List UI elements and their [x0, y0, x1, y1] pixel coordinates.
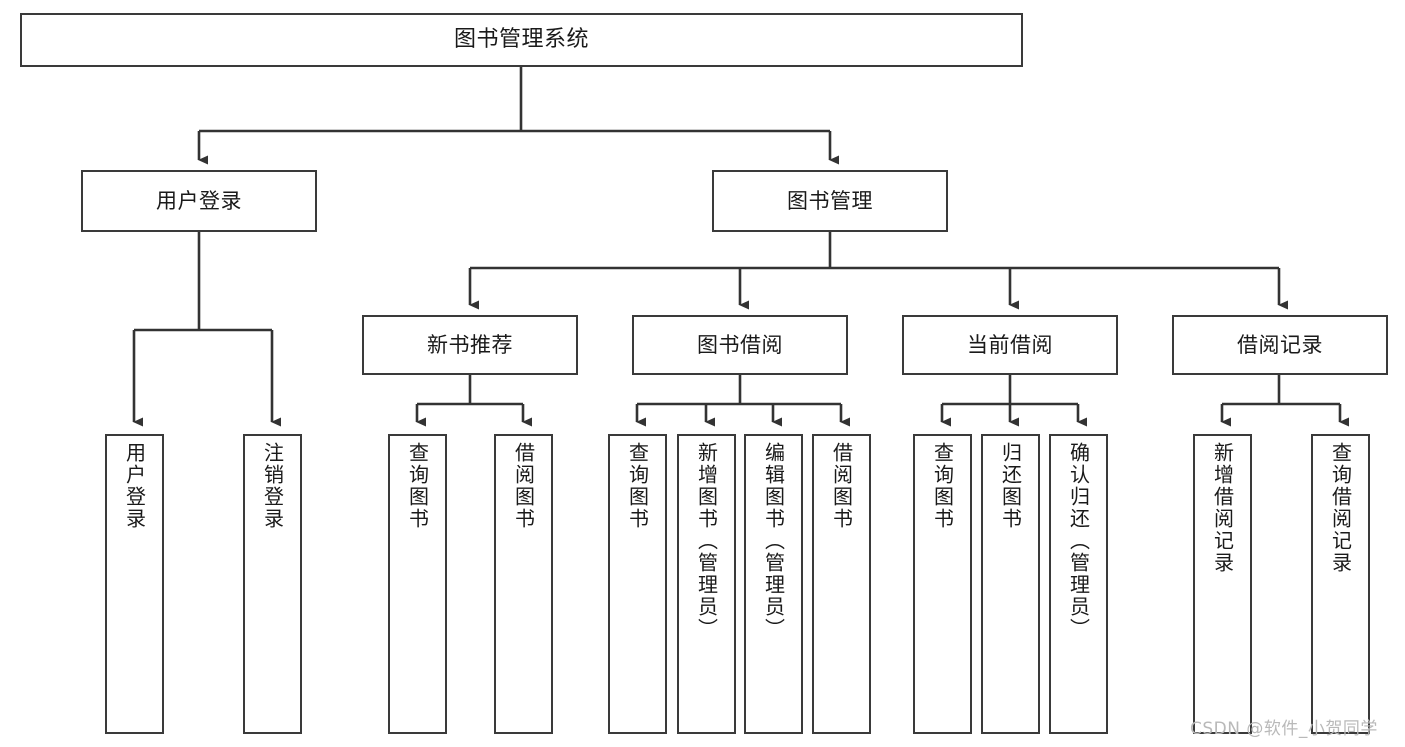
node-label: 借阅记录: [1237, 332, 1323, 357]
node-label: 查询借阅记录: [1328, 442, 1353, 574]
node-label: 用户登录: [122, 442, 147, 530]
node-book-management[interactable]: 图书管理: [712, 170, 948, 232]
node-label: 查询图书: [625, 442, 650, 530]
node-current-borrow[interactable]: 当前借阅: [902, 315, 1118, 375]
leaf-user-login-logout[interactable]: 注销登录: [243, 434, 302, 734]
leaf-current-borrow-return[interactable]: 归还图书: [981, 434, 1040, 734]
node-borrow-record[interactable]: 借阅记录: [1172, 315, 1388, 375]
node-label: 查询图书: [405, 442, 430, 530]
leaf-book-borrow-add[interactable]: 新增图书（管理员）: [677, 434, 736, 734]
leaf-book-borrow-query[interactable]: 查询图书: [608, 434, 667, 734]
leaf-current-borrow-confirm-return[interactable]: 确认归还（管理员）: [1049, 434, 1108, 734]
node-label: 当前借阅: [967, 332, 1053, 357]
node-label: 新书推荐: [427, 332, 513, 357]
leaf-current-borrow-query[interactable]: 查询图书: [913, 434, 972, 734]
node-label: 借阅图书: [829, 442, 854, 530]
leaf-borrow-record-query[interactable]: 查询借阅记录: [1311, 434, 1370, 734]
node-label: 图书借阅: [697, 332, 783, 357]
node-label: 确认归还（管理员）: [1066, 442, 1091, 640]
leaf-new-book-borrow[interactable]: 借阅图书: [494, 434, 553, 734]
node-label: 图书管理系统: [453, 27, 589, 53]
node-label: 图书管理: [787, 188, 873, 213]
node-label: 注销登录: [260, 442, 285, 530]
leaf-new-book-query[interactable]: 查询图书: [388, 434, 447, 734]
leaf-book-borrow-edit[interactable]: 编辑图书（管理员）: [744, 434, 803, 734]
node-label: 用户登录: [156, 188, 242, 213]
node-label: 新增借阅记录: [1210, 442, 1235, 574]
node-root-book-management-system[interactable]: 图书管理系统: [20, 13, 1023, 67]
node-label: 借阅图书: [511, 442, 536, 530]
node-label: 归还图书: [998, 442, 1023, 530]
node-label: 新增图书（管理员）: [694, 442, 719, 640]
node-label: 编辑图书（管理员）: [761, 442, 786, 640]
leaf-book-borrow-borrow[interactable]: 借阅图书: [812, 434, 871, 734]
node-label: 查询图书: [930, 442, 955, 530]
node-user-login[interactable]: 用户登录: [81, 170, 317, 232]
node-new-book-recommend[interactable]: 新书推荐: [362, 315, 578, 375]
leaf-user-login-login[interactable]: 用户登录: [105, 434, 164, 734]
node-book-borrow[interactable]: 图书借阅: [632, 315, 848, 375]
leaf-borrow-record-add[interactable]: 新增借阅记录: [1193, 434, 1252, 734]
